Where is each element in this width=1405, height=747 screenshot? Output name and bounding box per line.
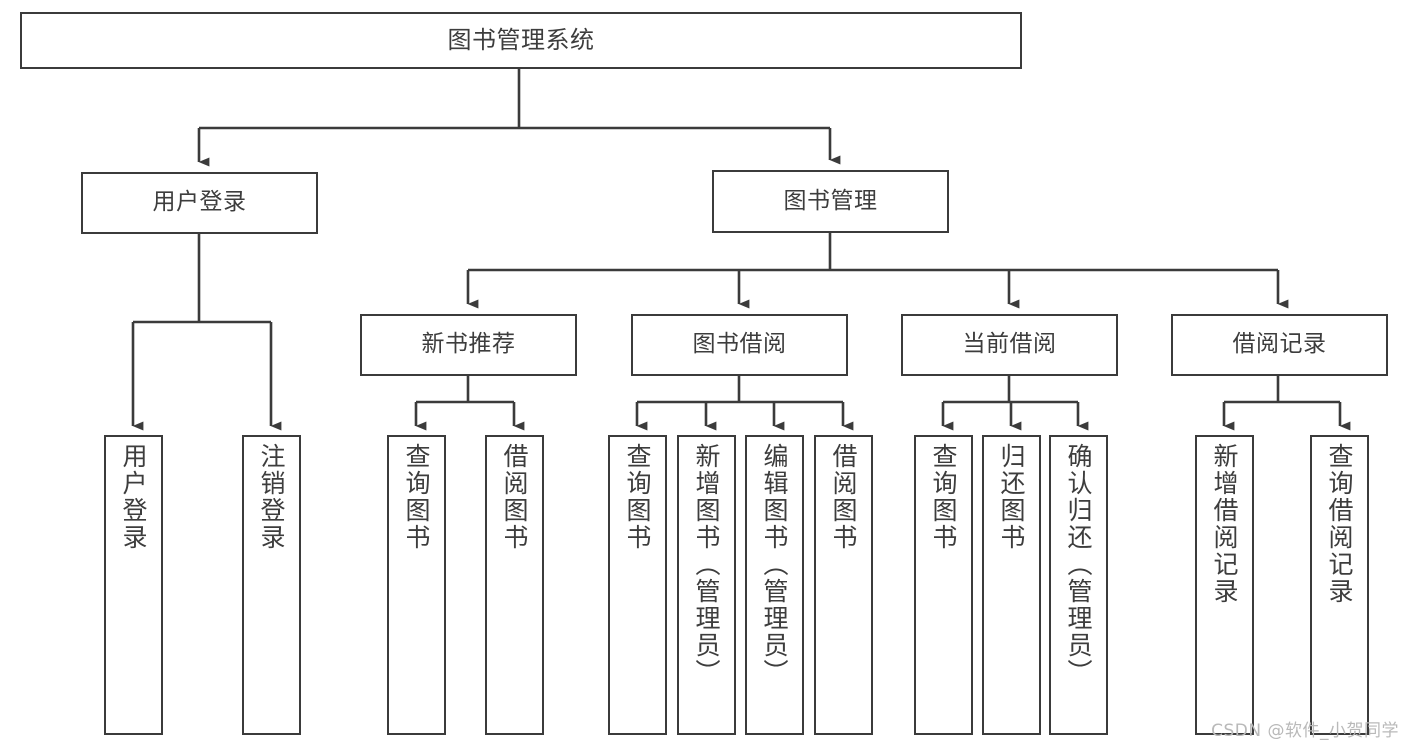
node-label: 编辑图书（管理员） bbox=[760, 443, 789, 686]
leaf-recommend-borrow-book[interactable]: 借阅图书 bbox=[485, 435, 544, 735]
node-label: 新书推荐 bbox=[421, 331, 516, 358]
leaf-recommend-query-book[interactable]: 查询图书 bbox=[387, 435, 446, 735]
node-label: 新增借阅记录 bbox=[1210, 443, 1239, 605]
node-label: 借阅图书 bbox=[829, 443, 858, 551]
node-label: 查询图书 bbox=[929, 443, 958, 551]
node-current-borrow[interactable]: 当前借阅 bbox=[901, 314, 1118, 376]
node-label: 图书管理系统 bbox=[447, 26, 595, 55]
node-book-borrow[interactable]: 图书借阅 bbox=[631, 314, 848, 376]
node-label: 借阅图书 bbox=[500, 443, 529, 551]
node-root-book-management-system[interactable]: 图书管理系统 bbox=[20, 12, 1022, 69]
node-label: 注销登录 bbox=[257, 443, 286, 551]
leaf-borrow-borrow-book[interactable]: 借阅图书 bbox=[814, 435, 873, 735]
node-borrow-record[interactable]: 借阅记录 bbox=[1171, 314, 1388, 376]
node-label: 查询借阅记录 bbox=[1325, 443, 1354, 605]
leaf-current-return-book[interactable]: 归还图书 bbox=[982, 435, 1041, 735]
node-label: 查询图书 bbox=[623, 443, 652, 551]
leaf-borrow-edit-book-admin[interactable]: 编辑图书（管理员） bbox=[745, 435, 804, 735]
node-book-management[interactable]: 图书管理 bbox=[712, 170, 949, 233]
leaf-borrow-query-book[interactable]: 查询图书 bbox=[608, 435, 667, 735]
node-label: 新增图书（管理员） bbox=[692, 443, 721, 686]
node-new-book-recommend[interactable]: 新书推荐 bbox=[360, 314, 577, 376]
node-label: 图书借阅 bbox=[692, 331, 787, 358]
node-label: 查询图书 bbox=[402, 443, 431, 551]
leaf-current-query-book[interactable]: 查询图书 bbox=[914, 435, 973, 735]
leaf-user-logout[interactable]: 注销登录 bbox=[242, 435, 301, 735]
leaf-borrow-add-book-admin[interactable]: 新增图书（管理员） bbox=[677, 435, 736, 735]
node-label: 归还图书 bbox=[997, 443, 1026, 551]
node-label: 用户登录 bbox=[119, 443, 148, 551]
leaf-record-query-borrow-record[interactable]: 查询借阅记录 bbox=[1310, 435, 1369, 735]
node-label: 当前借阅 bbox=[962, 331, 1057, 358]
leaf-record-add-borrow-record[interactable]: 新增借阅记录 bbox=[1195, 435, 1254, 735]
node-user-login[interactable]: 用户登录 bbox=[81, 172, 318, 234]
node-label: 借阅记录 bbox=[1232, 331, 1327, 358]
node-label: 图书管理 bbox=[783, 187, 878, 214]
node-label: 确认归还（管理员） bbox=[1064, 443, 1093, 686]
watermark: CSDN @软件_小贺同学 bbox=[1211, 721, 1399, 741]
leaf-current-confirm-return-admin[interactable]: 确认归还（管理员） bbox=[1049, 435, 1108, 735]
node-label: 用户登录 bbox=[152, 189, 247, 216]
leaf-user-login[interactable]: 用户登录 bbox=[104, 435, 163, 735]
